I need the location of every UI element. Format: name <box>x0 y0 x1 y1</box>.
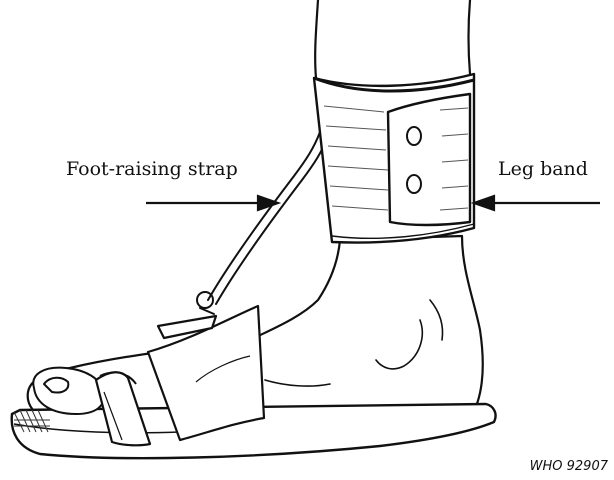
figure-credit: WHO 92907 <box>530 459 608 474</box>
leg-outline <box>315 0 470 78</box>
label-leg-band: Leg band <box>498 160 588 179</box>
arrow-leg-band <box>474 196 600 210</box>
arrow-foot-raising-strap <box>146 196 278 210</box>
leg-band <box>314 74 474 242</box>
label-foot-raising-strap: Foot-raising strap <box>66 160 238 179</box>
